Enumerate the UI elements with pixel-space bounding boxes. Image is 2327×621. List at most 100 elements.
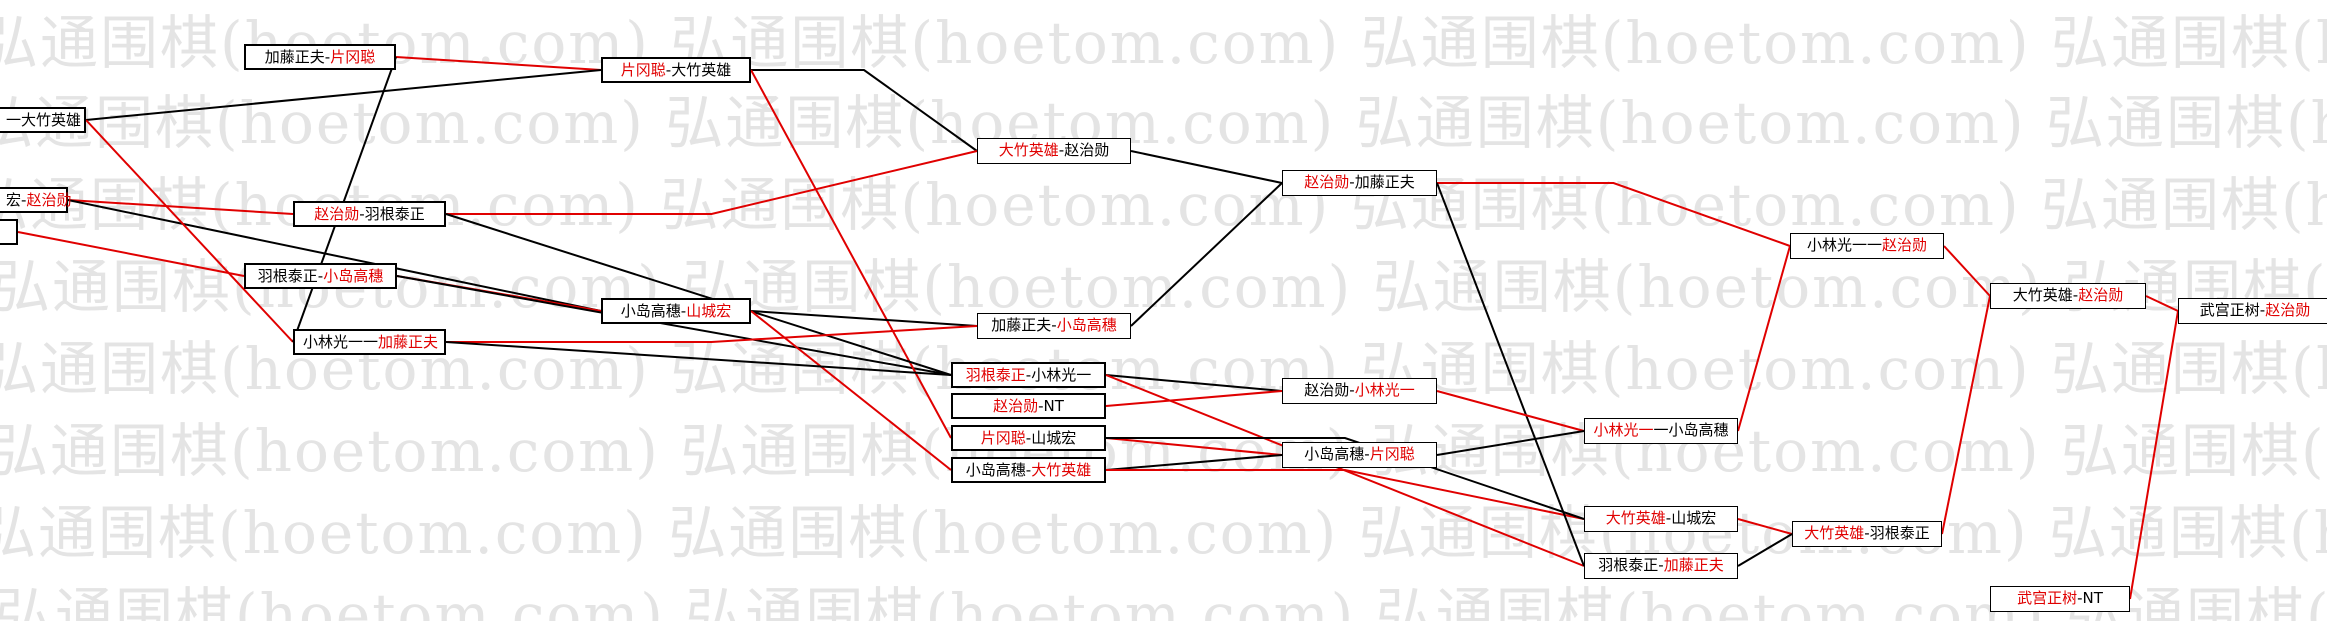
- player-separator: -: [21, 191, 27, 209]
- match-box[interactable]: 小岛高穗-大竹英雄: [951, 457, 1106, 483]
- player-separator: 一: [1653, 421, 1669, 439]
- player-name: 羽根泰正: [257, 267, 318, 285]
- player-name: 赵治勋: [1064, 141, 1110, 159]
- bracket-connector: [67, 199, 294, 215]
- player-name: 赵治勋: [1882, 236, 1928, 254]
- match-box[interactable]: 一大竹英雄: [0, 107, 86, 133]
- player-name: 赵治勋: [2265, 301, 2311, 319]
- bracket-connector: [1105, 437, 1283, 456]
- match-box[interactable]: 武宫正树-NT: [1990, 586, 2130, 612]
- match-box[interactable]: 加藤正夫-小岛高穗: [977, 313, 1131, 339]
- player-name: 小林光一: [303, 333, 364, 351]
- player-separator: -: [1025, 461, 1032, 479]
- player-name: 小岛高穗: [323, 267, 384, 285]
- bracket-connector: [85, 119, 294, 343]
- player-separator: 一: [6, 111, 22, 129]
- player-name: 加藤正夫: [1663, 556, 1724, 574]
- bracket-connector: [1130, 150, 1283, 184]
- player-name: 小岛高穗: [620, 302, 681, 320]
- player-name: NT: [2082, 589, 2103, 607]
- bracket-connector: [1737, 518, 1793, 535]
- player-name: 大竹英雄: [1605, 509, 1666, 527]
- player-name: 小岛高穗: [965, 461, 1026, 479]
- match-box[interactable]: 羽根泰正-小林光一: [951, 362, 1106, 388]
- player-name: 大竹英雄: [998, 141, 1059, 159]
- player-name: 山城宏: [1031, 429, 1077, 447]
- player-separator: -: [2072, 286, 2079, 304]
- match-box[interactable]: 大竹英雄-赵治勋: [1990, 283, 2146, 309]
- player-name: 武宫正树: [2199, 301, 2260, 319]
- bracket-connector: [292, 56, 397, 343]
- player-name: 大竹英雄: [1031, 461, 1092, 479]
- player-name: 大竹英雄: [671, 61, 732, 79]
- bracket-connector: [17, 231, 245, 277]
- player-name: 片冈聪: [330, 48, 376, 66]
- player-name: 小林光一: [1806, 236, 1867, 254]
- player-name: 山城宏: [1671, 509, 1717, 527]
- player-name: 羽根泰正: [1869, 524, 1930, 542]
- match-box[interactable]: 赵治勋-NT: [951, 393, 1106, 419]
- bracket-connector: [67, 199, 602, 312]
- bracket-connector: [396, 275, 952, 376]
- match-box[interactable]: 羽根泰正-小岛高穗: [244, 263, 397, 289]
- match-box[interactable]: 大竹英雄-羽根泰正: [1792, 521, 1942, 547]
- bracket-connector: [1130, 182, 1283, 327]
- match-box[interactable]: 小林光一一小岛高穗: [1584, 418, 1738, 444]
- player-separator: -: [1364, 445, 1370, 463]
- bracket-connector: [1105, 454, 1283, 471]
- player-separator: -: [2259, 301, 2266, 319]
- player-name: 赵治勋: [1304, 381, 1350, 399]
- player-separator: -: [1864, 524, 1870, 542]
- player-name: 武宫正树: [2017, 589, 2078, 607]
- player-name: 大竹英雄: [2012, 286, 2073, 304]
- match-box[interactable]: 小岛高穗-片冈聪: [1282, 442, 1437, 468]
- bracket-connector: [1106, 437, 1585, 520]
- player-separator: -: [1051, 316, 1057, 334]
- player-name: 赵治勋: [314, 205, 360, 223]
- player-separator: -: [1025, 429, 1032, 447]
- player-name: 片冈聪: [1369, 445, 1415, 463]
- match-box[interactable]: 小林光一一赵治勋: [1790, 233, 1944, 259]
- match-box[interactable]: 小林光一一加藤正夫: [293, 329, 446, 355]
- match-box[interactable]: 大竹英雄-山城宏: [1584, 506, 1738, 532]
- match-box[interactable]: 赵治勋-小林光一: [1282, 378, 1437, 404]
- match-box[interactable]: 赵治勋-羽根泰正: [293, 201, 446, 227]
- match-box[interactable]: [0, 219, 18, 245]
- bracket-connector: [1941, 295, 1991, 535]
- player-name: 小林光一: [1354, 381, 1415, 399]
- player-separator: -: [1349, 173, 1355, 191]
- match-box[interactable]: 小岛高穗-山城宏: [601, 298, 751, 324]
- player-separator: -: [359, 205, 365, 223]
- player-name: 宏: [6, 191, 22, 209]
- player-separator: -: [1349, 381, 1355, 399]
- player-separator: -: [1665, 509, 1672, 527]
- player-separator: -: [1025, 366, 1032, 384]
- bracket-connector: [446, 150, 978, 215]
- bracket-connector: [751, 69, 978, 152]
- bracket-connector: [1943, 245, 1991, 297]
- bracket-connector: [445, 341, 952, 376]
- player-separator: -: [1038, 397, 1044, 415]
- match-box[interactable]: 宏-赵治勋: [0, 187, 71, 213]
- player-name: 小岛高穗: [1056, 316, 1117, 334]
- bracket-connector: [1737, 245, 1791, 432]
- match-box[interactable]: 大竹英雄-赵治勋: [977, 138, 1131, 164]
- match-box[interactable]: 加藤正夫-片冈聪: [244, 44, 396, 70]
- match-box[interactable]: 羽根泰正-加藤正夫: [1584, 553, 1738, 579]
- bracket-connector: [1105, 390, 1283, 407]
- player-separator: -: [317, 267, 324, 285]
- match-box[interactable]: 武宫正树-赵治勋: [2178, 298, 2327, 324]
- player-separator: -: [2077, 589, 2083, 607]
- player-name: 小岛高穗: [1304, 445, 1365, 463]
- bracket-connector: [395, 56, 602, 71]
- player-name: 加藤正夫: [378, 333, 439, 351]
- match-box[interactable]: 赵治勋-加藤正夫: [1282, 170, 1437, 196]
- match-box[interactable]: 片冈聪-山城宏: [951, 425, 1106, 451]
- player-name: 加藤正夫: [1354, 173, 1415, 191]
- bracket-connector: [1436, 182, 1585, 567]
- player-name: 大竹英雄: [21, 111, 82, 129]
- match-box[interactable]: 片冈聪-大竹英雄: [601, 57, 751, 83]
- player-name: 加藤正夫: [991, 316, 1052, 334]
- player-name: 赵治勋: [993, 397, 1039, 415]
